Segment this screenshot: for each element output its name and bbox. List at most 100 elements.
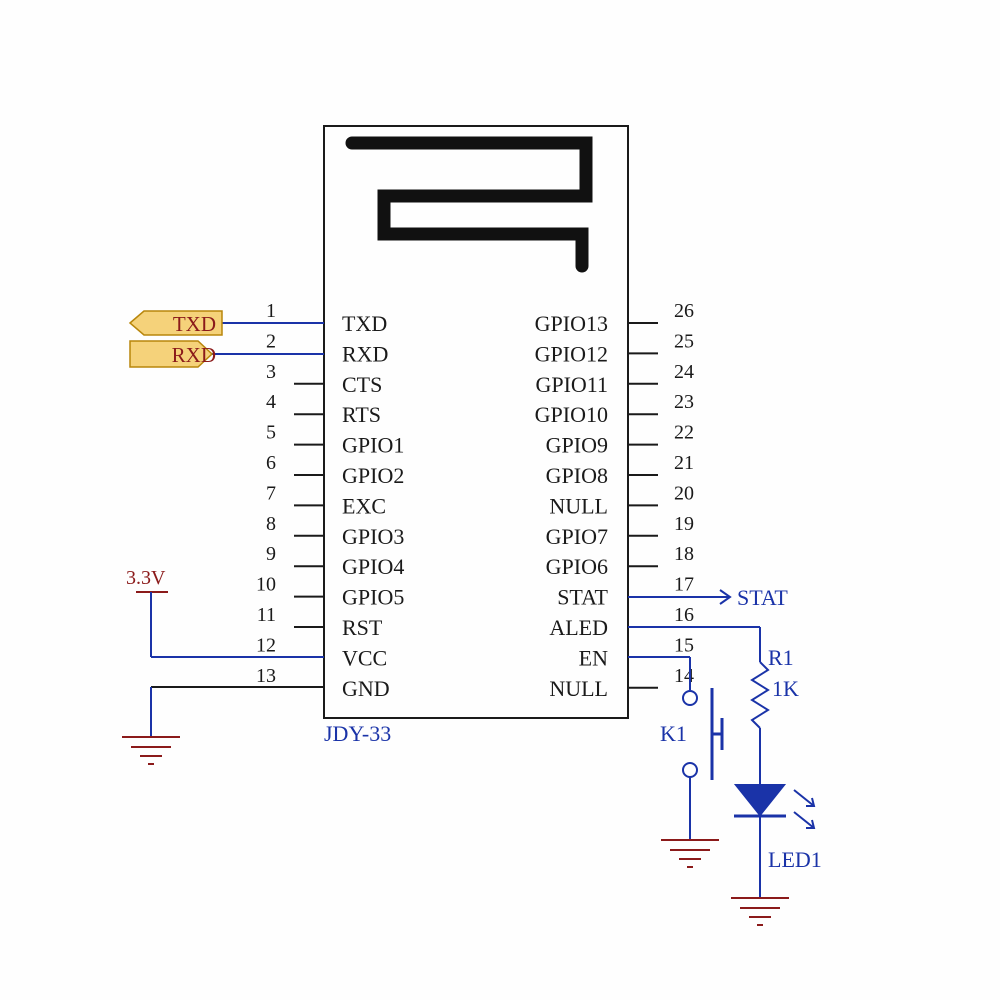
resistor-icon: [750, 661, 770, 729]
pin-name: GPIO8: [546, 463, 608, 488]
stat-net: STAT: [628, 585, 788, 610]
switch-circuit: K1: [628, 656, 724, 868]
stat-arrow-icon: [719, 589, 732, 605]
pin-name: RXD: [342, 341, 388, 366]
pin-name: NULL: [549, 493, 608, 518]
pin-name: GPIO10: [535, 402, 608, 427]
module-body: [323, 125, 629, 719]
pin-number: 20: [674, 482, 694, 504]
txd-port-label: TXD: [173, 312, 216, 336]
antenna-trace-icon: [345, 136, 593, 273]
pin-name: TXD: [342, 311, 387, 336]
led-ref: LED1: [768, 847, 822, 872]
resistor-ref: R1: [768, 645, 794, 670]
pin-name: EXC: [342, 493, 386, 518]
pin-number: 3: [266, 361, 276, 383]
pin-number: 9: [266, 543, 276, 565]
power-label: 3.3V: [126, 567, 166, 589]
pin-number: 19: [674, 513, 694, 535]
module-name: JDY-33: [324, 721, 391, 746]
pin-name: GPIO1: [342, 433, 404, 458]
pin-name: GPIO6: [546, 554, 608, 579]
pushbutton-icon: [682, 688, 724, 780]
switch-ref: K1: [660, 721, 687, 746]
pin-number: 22: [674, 422, 694, 444]
pin-number: 24: [674, 361, 694, 383]
ground-icon: [731, 897, 789, 926]
ground-icon: [122, 736, 180, 765]
pin-name: GPIO11: [535, 372, 608, 397]
ground-icon: [661, 839, 719, 868]
pin-number: 8: [266, 513, 276, 535]
pin-number: 1: [266, 300, 276, 322]
pin-name: NULL: [549, 676, 608, 701]
pin-number: 23: [674, 391, 694, 413]
pin-name: GPIO3: [342, 524, 404, 549]
pin-name: GPIO4: [342, 554, 404, 579]
resistor-value: 1K: [772, 676, 799, 701]
txd-port: TXD: [128, 310, 223, 336]
pin-name: GPIO7: [546, 524, 608, 549]
pin-name: EN: [579, 645, 608, 670]
pin-name: RST: [342, 615, 383, 640]
pin-number: 11: [257, 604, 276, 626]
pin-number: 25: [674, 330, 694, 352]
led-icon: [733, 784, 816, 829]
pin-number: 18: [674, 543, 694, 565]
stat-net-label: STAT: [737, 585, 788, 610]
pin-number: 6: [266, 452, 276, 474]
pin-number: 4: [266, 391, 276, 413]
pin-name: ALED: [549, 615, 608, 640]
module-ground: [122, 686, 324, 765]
rxd-port-label: RXD: [172, 343, 216, 367]
pin-number: 15: [674, 634, 694, 656]
pin-name: RTS: [342, 402, 381, 427]
pin-number: 16: [674, 604, 694, 626]
pin-name: VCC: [342, 645, 387, 670]
right-pins: 26GPIO1325GPIO1224GPIO1123GPIO1022GPIO92…: [535, 300, 694, 701]
pin-number: 5: [266, 422, 276, 444]
pin-name: GPIO12: [535, 341, 608, 366]
pin-name: STAT: [557, 585, 608, 610]
pin-number: 7: [266, 482, 276, 504]
pin-number: 12: [256, 634, 276, 656]
pin-number: 21: [674, 452, 694, 474]
pin-number: 26: [674, 300, 694, 322]
pin-name: GPIO13: [535, 311, 608, 336]
pin-number: 2: [266, 330, 276, 352]
pin-name: GPIO2: [342, 463, 404, 488]
pin-number: 10: [256, 574, 276, 596]
pin-name: GND: [342, 676, 390, 701]
pin-name: GPIO9: [546, 433, 608, 458]
pin-number: 17: [674, 574, 694, 596]
pin-name: CTS: [342, 372, 382, 397]
